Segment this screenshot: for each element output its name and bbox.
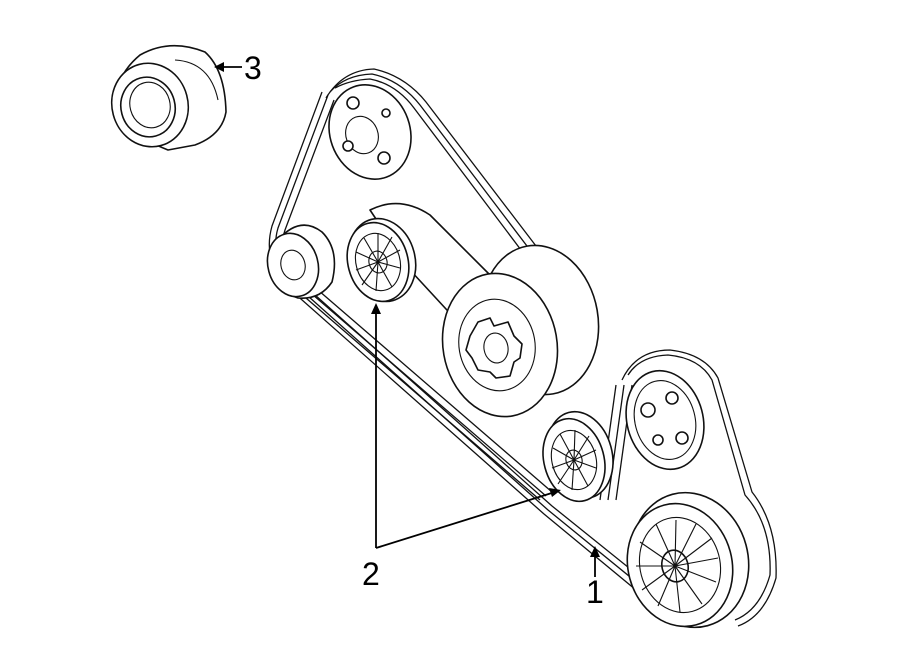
ribbed-idler-pulley-lower: [542, 410, 614, 503]
callout-2: 2: [362, 303, 561, 592]
ribbed-idler-pulley-upper: [346, 217, 417, 303]
lower-right-pulley: [626, 491, 750, 629]
callout-3: 3: [214, 50, 262, 86]
right-upper-pulley: [625, 369, 705, 471]
upper-pulley: [328, 84, 412, 180]
callout-1: 1: [586, 546, 604, 610]
large-center-pulley: [441, 244, 600, 418]
callout-1-label: 1: [586, 574, 604, 610]
idler-pulley-part-3: [110, 44, 227, 151]
callout-2-label: 2: [362, 556, 380, 592]
callout-3-label: 3: [244, 50, 262, 86]
left-idler-pulley: [266, 224, 336, 299]
